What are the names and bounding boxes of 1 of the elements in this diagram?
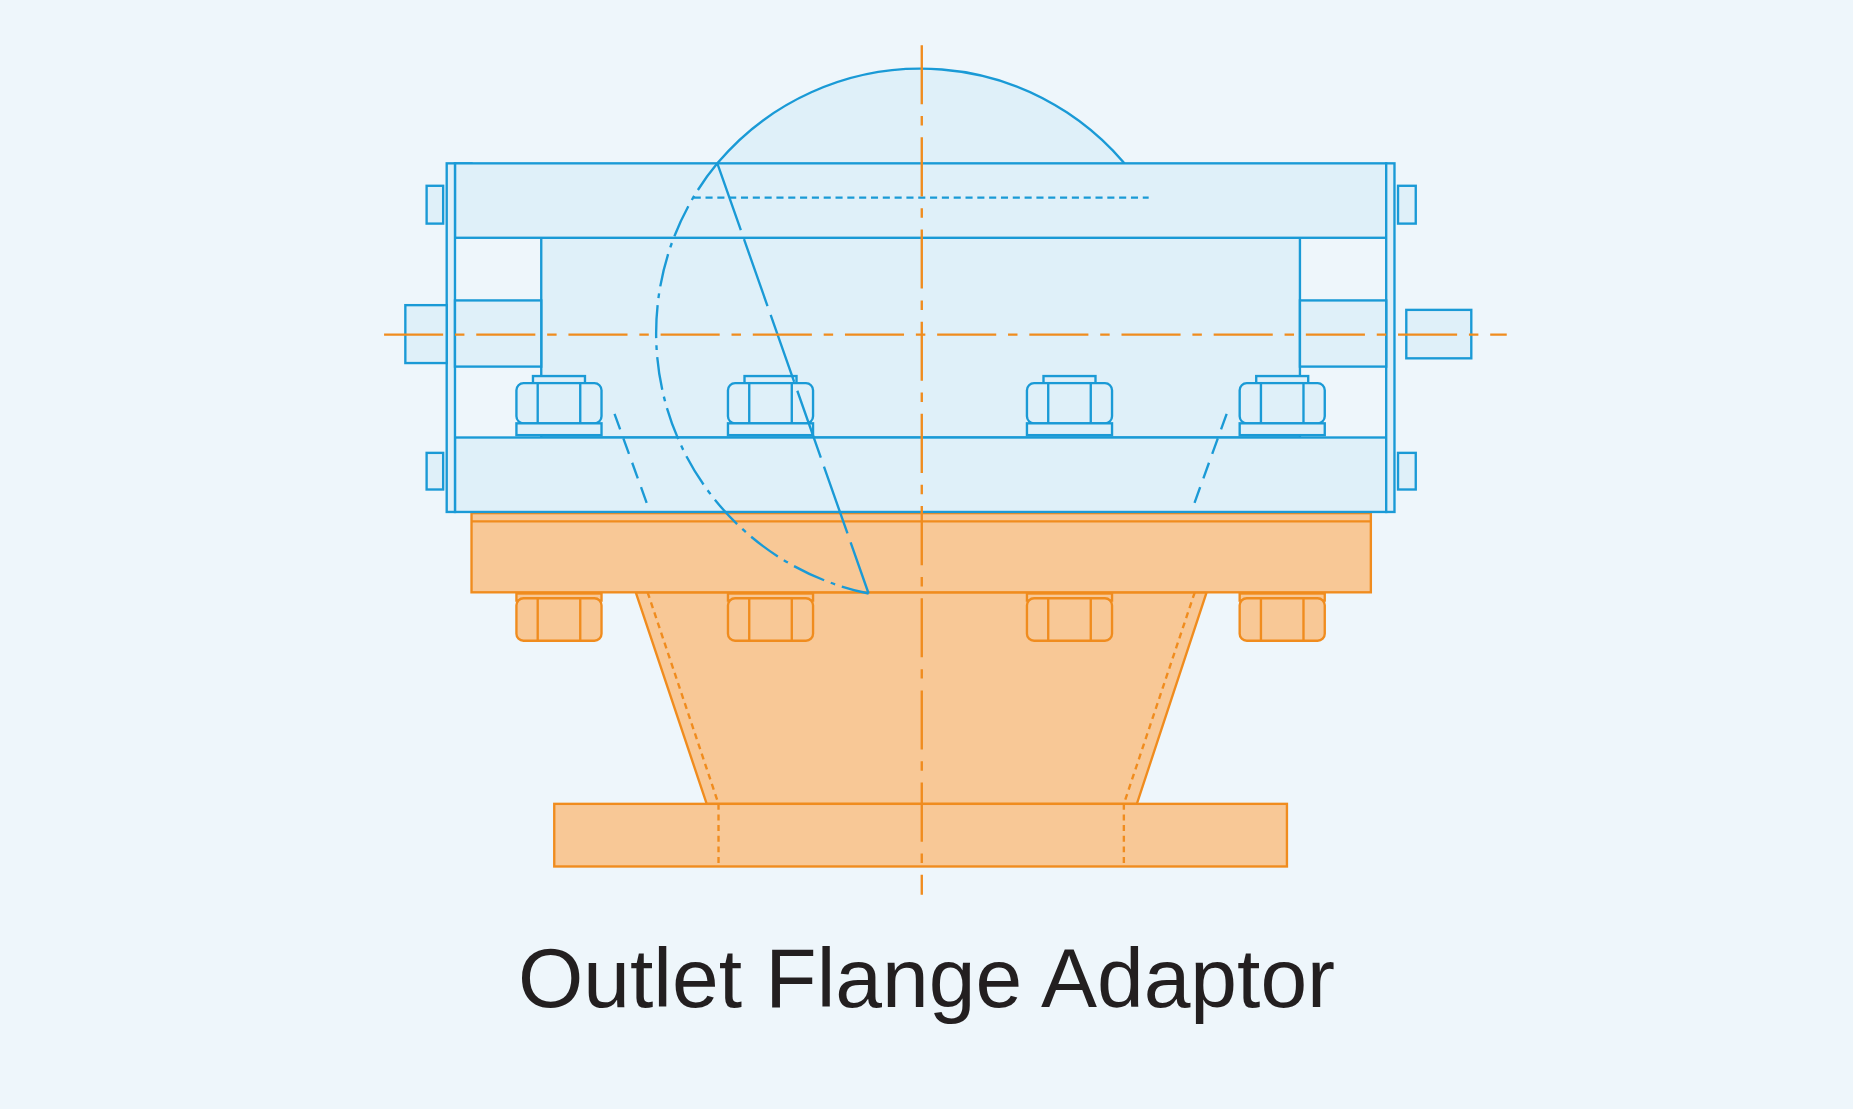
- caption: Outlet Flange Adaptor: [517, 930, 1336, 1027]
